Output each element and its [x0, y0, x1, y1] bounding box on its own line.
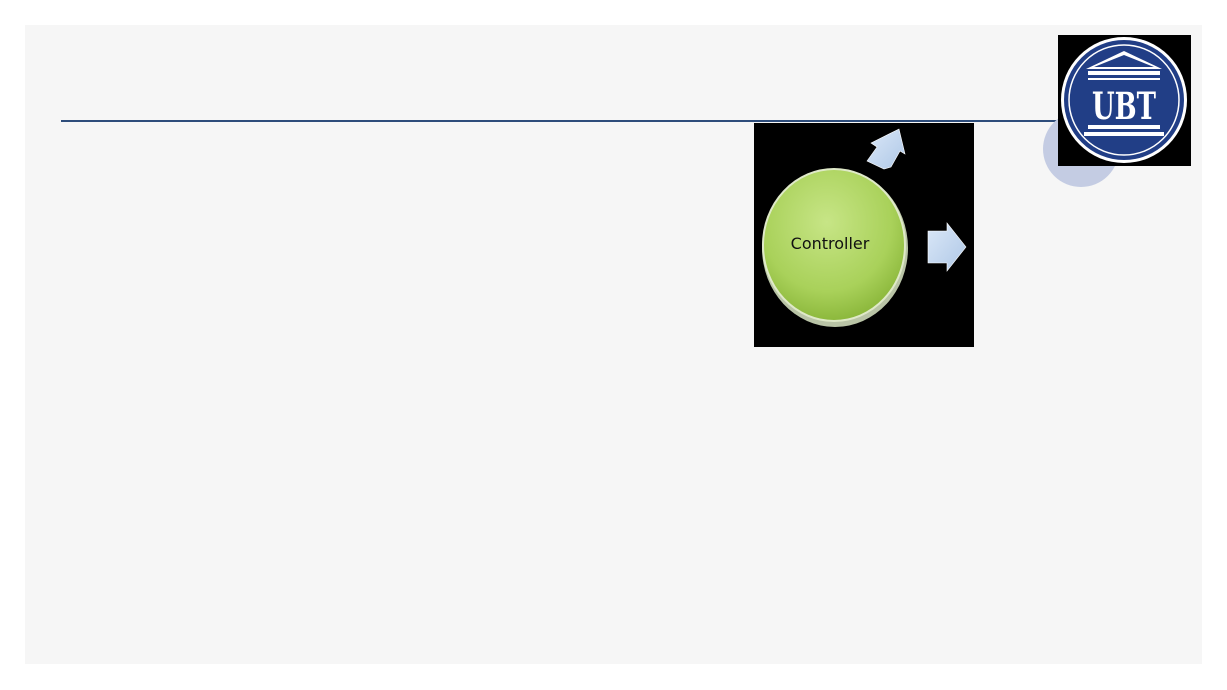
- arrow-up-right-icon: [866, 128, 906, 170]
- ubt-logo-icon: UBT: [1058, 35, 1191, 166]
- logo-text: UBT: [1092, 84, 1156, 128]
- slide-canvas: UBT: [25, 25, 1202, 664]
- title-underline: [61, 120, 1071, 122]
- controller-node: Controller: [762, 168, 908, 327]
- controller-diagram: Controller: [754, 123, 974, 347]
- controller-label: Controller: [791, 234, 870, 253]
- arrow-right-icon: [927, 222, 967, 272]
